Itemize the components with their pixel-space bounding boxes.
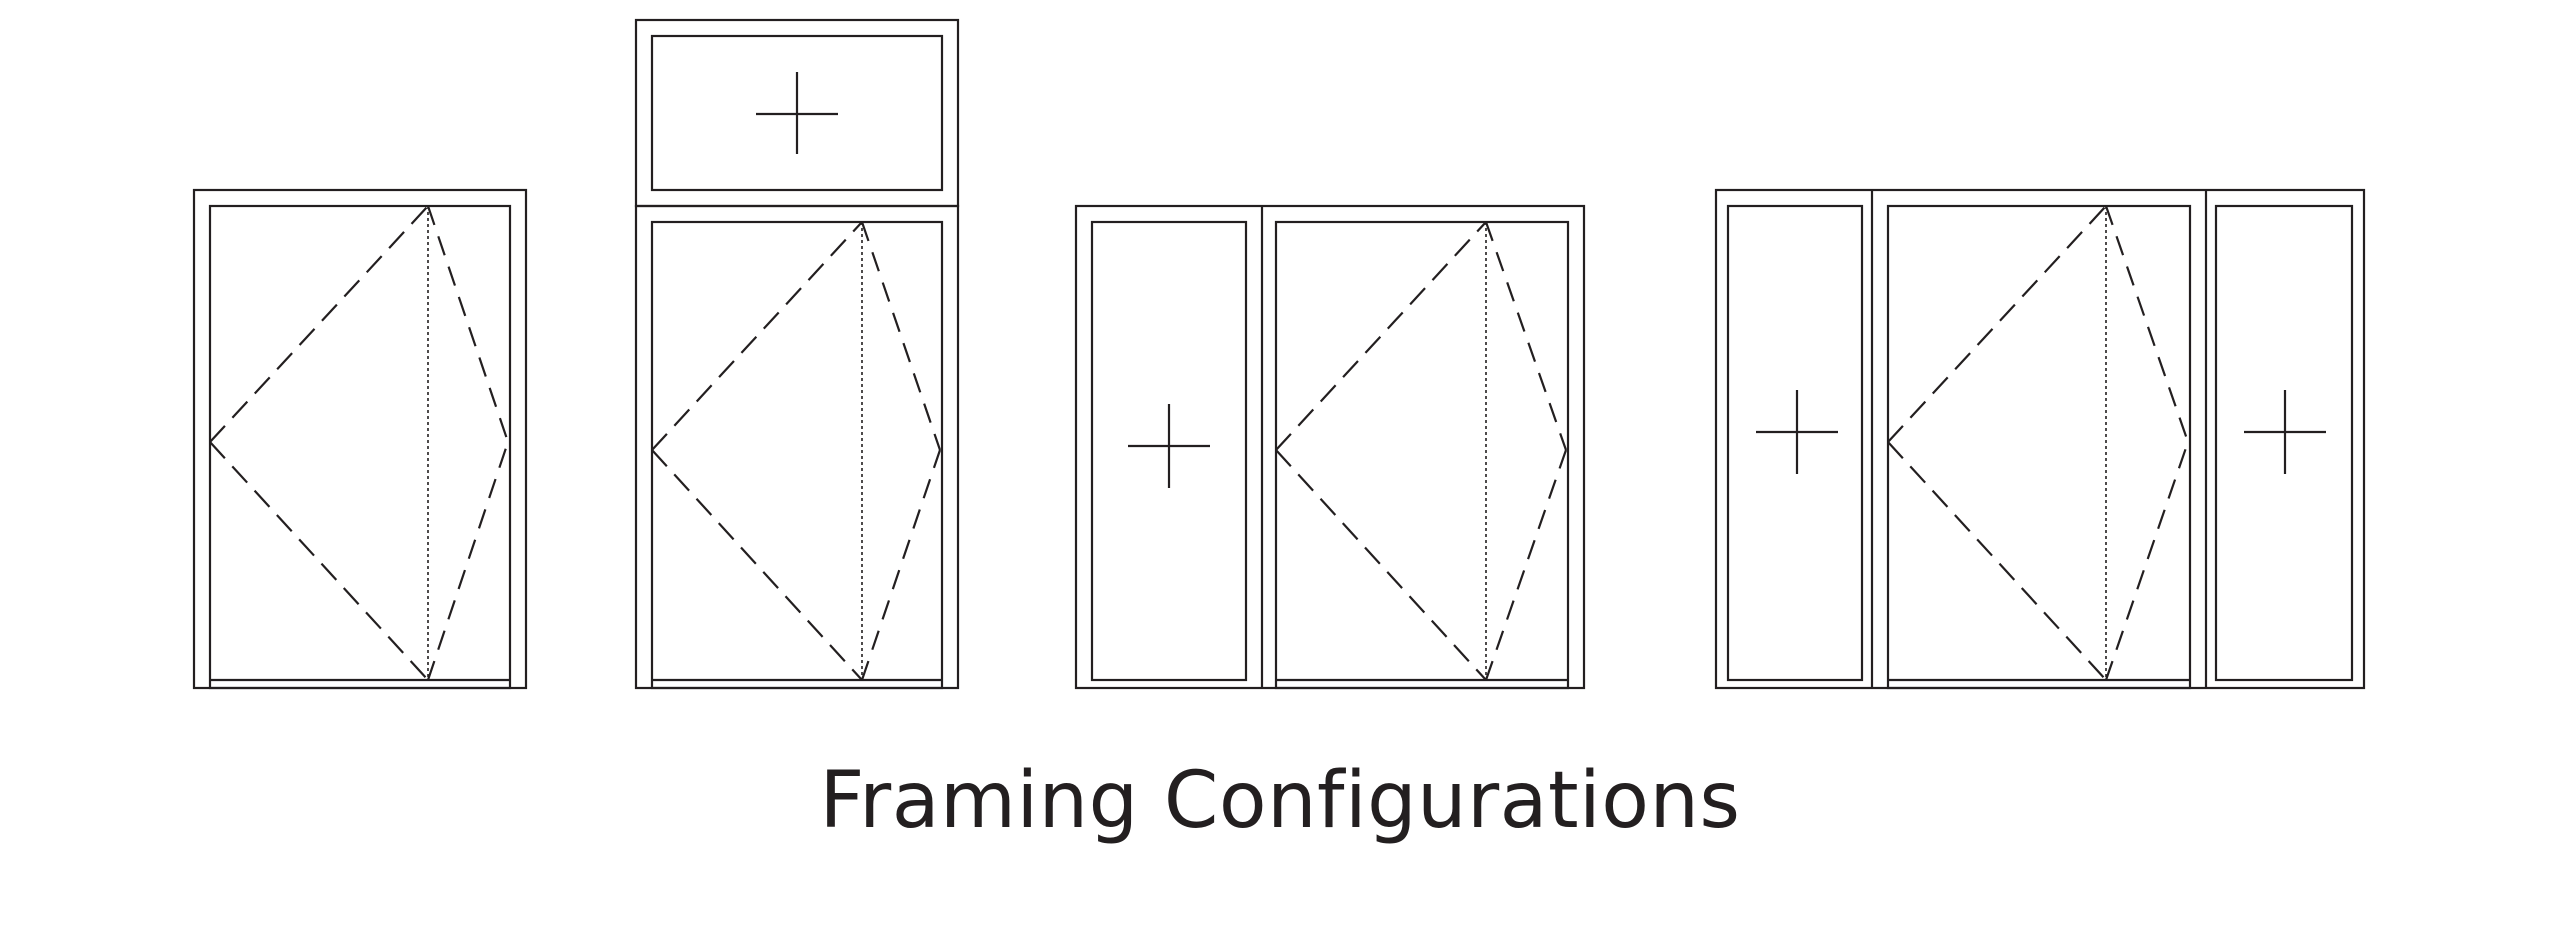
door-sash: [650, 220, 944, 690]
opening-indicator: [860, 221, 942, 681]
swing-arc: [1275, 221, 1487, 681]
diagram-caption: Framing Configurations: [819, 756, 1741, 846]
door-sash: [1274, 220, 1570, 690]
door-sash: [1886, 204, 2192, 690]
opening-indicator: [426, 205, 510, 681]
config-door-with-sidelight: [1074, 204, 1586, 690]
sidelight-glass-right: [2214, 204, 2354, 682]
cross-icon: [1128, 404, 1210, 488]
swing-arc: [1887, 205, 2107, 681]
sidelight-glass-left: [1726, 204, 1864, 682]
outer-frame: [634, 204, 960, 690]
config-single-door: [192, 188, 528, 690]
config-door-with-two-sidelights: [1714, 188, 2366, 690]
cross-icon: [1756, 390, 1838, 474]
sidelight-glass: [1090, 220, 1248, 682]
swing-arc: [209, 205, 429, 681]
cross-icon: [2244, 390, 2326, 474]
transom-glass: [650, 34, 944, 192]
swing-arc: [651, 221, 863, 681]
outer-frame: [192, 188, 528, 690]
door-sash: [208, 204, 512, 690]
opening-indicator: [2104, 205, 2190, 681]
cross-icon: [756, 72, 838, 154]
outer-frame: [1714, 188, 2366, 690]
opening-indicator: [1484, 221, 1568, 681]
config-door-with-transom: [634, 18, 960, 690]
